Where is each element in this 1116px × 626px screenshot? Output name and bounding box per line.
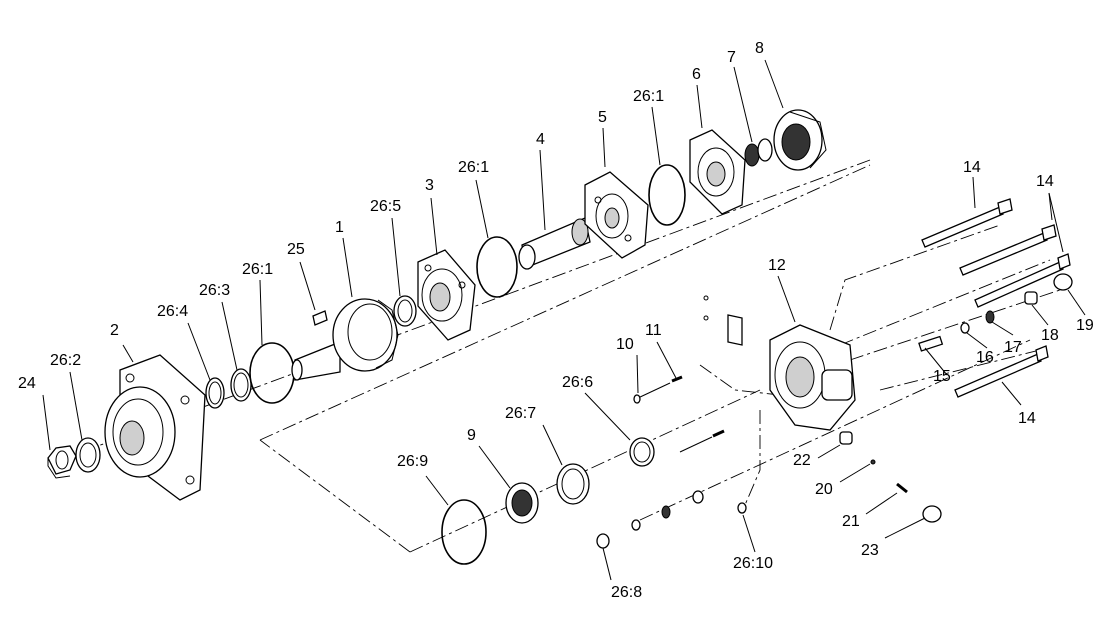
label-26-1-c: 26:1 (633, 88, 664, 105)
label-14-a: 14 (963, 159, 981, 176)
part-24-nut (47, 445, 77, 479)
part-26-4-ring (205, 377, 225, 409)
label-26-7: 26:7 (505, 405, 536, 422)
label-22: 22 (793, 452, 811, 469)
label-26-8: 26:8 (611, 584, 642, 601)
part-26-1-oring-c (648, 164, 686, 226)
label-17: 17 (1004, 339, 1022, 356)
part-name-plate (703, 295, 743, 346)
part-14-bolt-c (974, 253, 1071, 308)
label-26-10: 26:10 (733, 555, 773, 572)
part-7-gear (744, 138, 773, 167)
label-2: 2 (110, 322, 119, 339)
label-14-c: 14 (1018, 410, 1036, 427)
label-26-4: 26:4 (157, 303, 188, 320)
label-6: 6 (692, 66, 701, 83)
label-7: 7 (727, 49, 736, 66)
part-15-check-valve (918, 335, 944, 352)
part-14-bolt-a (921, 198, 1013, 248)
label-11: 11 (645, 322, 662, 339)
part-2-mounting-flange (104, 354, 206, 501)
label-14-b: 14 (1036, 173, 1054, 190)
part-16-washer (960, 322, 970, 334)
part-14-bolt-b (959, 224, 1057, 276)
part-26-2-seal (75, 437, 101, 473)
part-26-3-ring (230, 368, 252, 402)
label-20: 20 (815, 481, 833, 498)
part-4-spline-shaft (518, 217, 591, 270)
part-labels: 24 26:2 2 26:4 26:3 26:1 25 1 26:5 3 26:… (18, 40, 1094, 601)
label-8: 8 (755, 40, 764, 57)
part-1-shaft (291, 298, 399, 381)
label-26-3: 26:3 (199, 282, 230, 299)
part-21-spring (896, 482, 908, 494)
label-26-1-b: 26:1 (458, 159, 489, 176)
label-23: 23 (861, 542, 879, 559)
label-26-1-a: 26:1 (242, 261, 273, 278)
part-6-gerotor-plate (689, 129, 746, 215)
part-26-6-ring (629, 437, 655, 467)
label-26-6: 26:6 (562, 374, 593, 391)
label-12: 12 (768, 257, 786, 274)
label-1: 1 (335, 219, 344, 236)
part-9-bearing (505, 482, 539, 524)
label-10: 10 (616, 336, 634, 353)
part-17-spring (985, 310, 995, 324)
part-22-plug (839, 431, 853, 445)
part-5-port-plate (584, 171, 649, 259)
label-26-9: 26:9 (397, 453, 428, 470)
label-24: 24 (18, 375, 36, 392)
label-21: 21 (842, 513, 860, 530)
part-23-cap (922, 505, 942, 523)
part-12-valve-body (769, 324, 856, 431)
part-8-rotor (773, 109, 827, 171)
part-26-7-ring (556, 463, 590, 505)
part-26-8-assembly (596, 490, 704, 549)
label-19: 19 (1076, 317, 1094, 334)
part-26-1-oring-b (476, 236, 518, 298)
part-3-housing-plate (417, 249, 476, 341)
part-26-10-washer (737, 502, 747, 514)
label-26-2: 26:2 (50, 352, 81, 369)
label-3: 3 (425, 177, 434, 194)
part-19-plug (1053, 273, 1073, 291)
part-20-ball (870, 459, 876, 465)
part-26-5-seal (393, 295, 417, 327)
label-9: 9 (467, 427, 476, 444)
label-25: 25 (287, 241, 305, 258)
part-26-9-oring (441, 499, 487, 565)
part-11-spring (671, 375, 683, 383)
label-5: 5 (598, 109, 607, 126)
label-26-5: 26:5 (370, 198, 401, 215)
part-18-plug (1024, 291, 1038, 305)
part-26-1-oring-a (249, 342, 295, 404)
part-10-pin (633, 382, 671, 404)
leader-lines (42, 59, 1086, 581)
part-lower-pin-assembly (679, 429, 725, 453)
part-25-key (312, 310, 328, 326)
label-4: 4 (536, 131, 545, 148)
label-16: 16 (976, 349, 994, 366)
label-15: 15 (933, 368, 951, 385)
part-14-bolt-d (954, 345, 1049, 398)
label-18: 18 (1041, 327, 1059, 344)
